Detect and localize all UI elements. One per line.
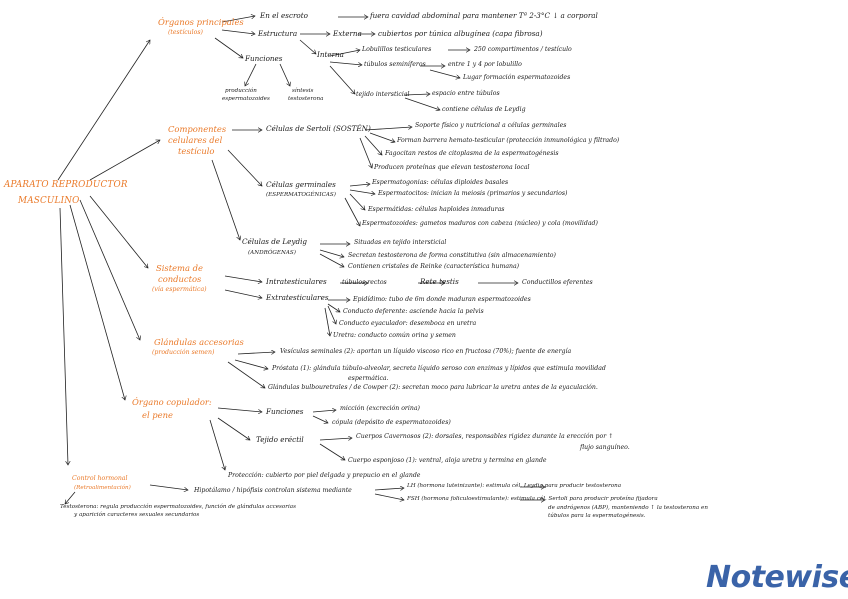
lobulillos-label: Lobulillos testiculares bbox=[362, 46, 432, 53]
lobulillos-desc: 250 compartimentos / testículo bbox=[474, 46, 572, 53]
pene-funciones: Funciones bbox=[266, 407, 304, 416]
intra-label: Intratesticulares bbox=[266, 277, 327, 286]
sintesis-1: síntesis bbox=[292, 88, 314, 94]
fsh-text-2: de andrógenos (ABP), manteniendo ↑ la te… bbox=[548, 505, 708, 511]
tejido-desc-1: espacio entre túbulos bbox=[432, 90, 500, 97]
componentes-label-2: celulares del bbox=[168, 135, 223, 145]
cowper-text: Glándulas bulbouretrales / de Cowper (2)… bbox=[268, 384, 598, 391]
produccion-1: producción bbox=[225, 88, 257, 94]
germinales-sub: (ESPERMATOGÉNICAS) bbox=[266, 192, 336, 198]
extra-item-2: Conducto deferente: asciende hacia la pe… bbox=[343, 308, 484, 315]
tubulos-desc-2: Lugar formación espermatozoides bbox=[463, 74, 571, 81]
escroto-desc: fuera cavidad abdominal para mantener Tª… bbox=[370, 11, 598, 20]
extra-item-3: Conducto eyaculador: desemboca en uretra bbox=[339, 320, 477, 327]
intra-desc: túbulos rectos bbox=[342, 279, 387, 286]
prostata-text: Próstata (1): glándula túbulo-alveolar, … bbox=[272, 365, 606, 372]
conductos-label-1: Sistema de bbox=[156, 263, 203, 273]
extra-label: Extratesticulares bbox=[266, 293, 329, 302]
sertoli-item-3: Fagocitan restos de citoplasma de la esp… bbox=[385, 150, 559, 157]
extra-item-1: Epidídimo: tubo de 6m donde maduran espe… bbox=[353, 296, 531, 303]
proteccion-text: Protección: cubierto por piel delgada y … bbox=[228, 472, 421, 479]
germinales-label: Células germinales bbox=[266, 180, 336, 189]
leydig-item-1: Situadas en tejido intersticial bbox=[354, 239, 447, 246]
leydig-label: Células de Leydig bbox=[242, 237, 307, 246]
germinales-item-1: Espermatogonias: células diploides basal… bbox=[372, 179, 509, 186]
extra-item-4: Uretra: conducto común orina y semen bbox=[333, 332, 456, 339]
hipotalamo-text: Hipotálamo / hipófisis controlan sistema… bbox=[194, 487, 352, 494]
organos-label-2: (testículos) bbox=[168, 29, 203, 36]
control-label-2: (Retroalimentación) bbox=[74, 485, 131, 491]
externa-label: Externa bbox=[333, 29, 362, 38]
rete-label: Rete testis bbox=[420, 277, 459, 286]
sertoli-item-1: Soporte físico y nutricional a células g… bbox=[415, 122, 567, 129]
prostata-text-2: espermática. bbox=[348, 375, 389, 382]
produccion-2: espermatozoides bbox=[222, 96, 270, 102]
notewise-logo: Notewise bbox=[706, 560, 848, 595]
control-label-1: Control hormonal bbox=[72, 475, 128, 482]
sertoli-item-4: Producen proteínas que elevan testostero… bbox=[374, 164, 530, 171]
sertoli-item-2: Forman barrera hemato-testicular (protec… bbox=[397, 137, 620, 144]
vesiculas-text: Vesículas seminales (2): aportan un líqu… bbox=[280, 348, 572, 355]
germinales-item-2: Espermatocitos: inician la meiosis (prim… bbox=[378, 190, 568, 197]
conductos-label-2: conductos bbox=[158, 274, 202, 284]
funciones-label: Funciones bbox=[245, 54, 283, 63]
componentes-label-1: Componentes bbox=[168, 124, 227, 134]
escroto-label: En el escroto bbox=[260, 11, 308, 20]
sintesis-2: testosterona bbox=[288, 96, 324, 102]
testosterona-text: Testosterona: regula producción espermat… bbox=[60, 504, 296, 510]
estructura-label: Estructura bbox=[258, 29, 298, 38]
componentes-label-3: testículo bbox=[178, 146, 215, 156]
organos-label-1: Órganos principales bbox=[158, 17, 244, 27]
tubulos-label: túbulos seminíferos bbox=[364, 61, 426, 68]
germinales-item-4: Espermatozoides: gametos maduros con cab… bbox=[362, 220, 598, 227]
cavernosos-text-2: flujo sanguíneo. bbox=[580, 444, 630, 451]
tejido-label: tejido intersticial bbox=[356, 91, 410, 98]
conductos-label-3: (vía espermática) bbox=[152, 286, 207, 293]
glandulas-label-2: (producción semen) bbox=[152, 349, 215, 356]
leydig-item-3: Contienen cristales de Reinke (caracterí… bbox=[348, 263, 520, 270]
germinales-item-3: Espermátidas: células haploides inmadura… bbox=[368, 206, 505, 213]
sertoli-label: Células de Sertoli (SOSTÉN) bbox=[266, 124, 371, 133]
glandulas-label-1: Glándulas accesorias bbox=[154, 337, 244, 347]
esponjoso-text: Cuerpo esponjoso (1): ventral, aloja ure… bbox=[348, 457, 547, 464]
tejido-desc-2: contiene células de Leydig bbox=[442, 106, 526, 113]
tubulos-desc-1: entre 1 y 4 por lobulillo bbox=[448, 61, 522, 68]
miccion-text: micción (excreción orina) bbox=[340, 405, 420, 412]
fsh-text-3: túbulos para la espermatogénesis. bbox=[548, 513, 646, 519]
copula-text: cópula (depósito de espermatozoides) bbox=[332, 419, 451, 426]
organo-label-2: el pene bbox=[142, 410, 173, 420]
lh-text: LH (hormona luteinizante): estimula cél.… bbox=[407, 483, 622, 489]
testosterona-text-2: y aparición caracteres sexuales secundar… bbox=[74, 512, 200, 518]
interna-label: Interna bbox=[317, 50, 344, 59]
main-title-line1: APARATO REPRODUCTOR bbox=[4, 180, 128, 190]
cavernosos-text: Cuerpos Cavernosos (2): dorsales, respon… bbox=[356, 433, 614, 440]
leydig-item-2: Secretan testosterona de forma constitut… bbox=[348, 252, 556, 259]
fsh-text: FSH (hormona foliculoestimulante): estim… bbox=[407, 496, 658, 502]
organo-label-1: Órgano copulador: bbox=[132, 397, 212, 407]
main-title-line2: MASCULINO bbox=[18, 196, 80, 206]
leydig-sub: (ANDRÓGENAS) bbox=[248, 250, 296, 256]
eferentes-label: Conductillos eferentes bbox=[522, 279, 593, 286]
tejido-erectil: Tejido eréctil bbox=[256, 435, 304, 444]
externa-desc: cubiertos por túnica albugínea (capa fib… bbox=[378, 29, 543, 38]
